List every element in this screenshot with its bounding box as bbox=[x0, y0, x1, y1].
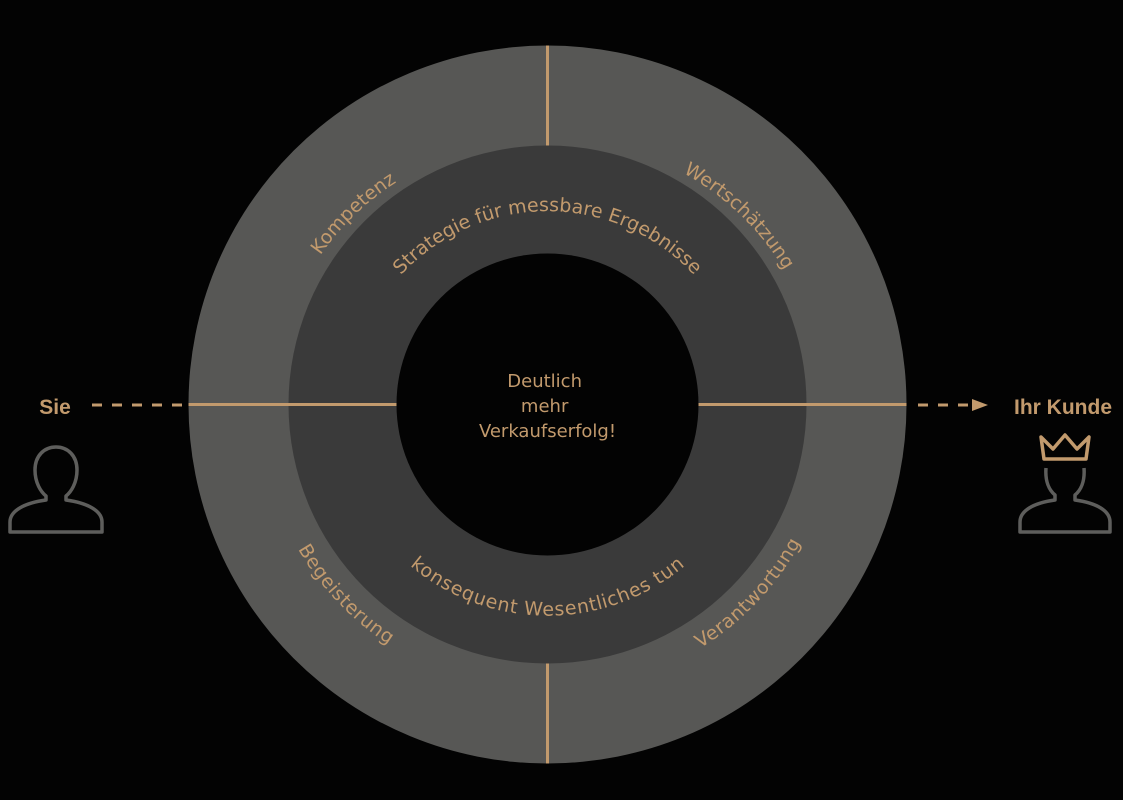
left-label-sie: Sie bbox=[39, 396, 71, 419]
center-circle bbox=[396, 253, 699, 556]
right-arrowhead-icon bbox=[972, 399, 988, 411]
crown-icon bbox=[1039, 433, 1091, 461]
center-line-2: mehr bbox=[521, 396, 569, 417]
crowned-person-outline-icon bbox=[1018, 433, 1112, 534]
center-line-1: Deutlich bbox=[507, 371, 582, 392]
person-outline-icon bbox=[8, 445, 104, 534]
center-text: Deutlich mehr Verkaufserfolg! bbox=[479, 371, 616, 442]
right-label-ihr-kunde: Ihr Kunde bbox=[1014, 396, 1112, 419]
center-line-3: Verkaufserfolg! bbox=[479, 421, 616, 442]
